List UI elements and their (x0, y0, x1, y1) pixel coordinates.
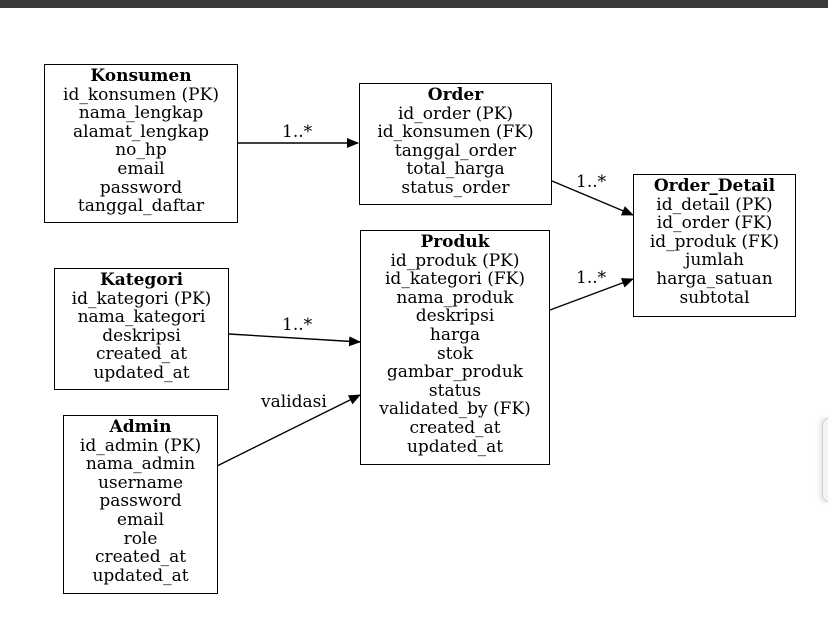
entity-title: Order (427, 85, 484, 105)
entity-attribute: email (116, 509, 165, 530)
entity-produk: Produk id_produk (PK) id_kategori (FK) n… (360, 230, 550, 465)
entity-attribute: created_at (95, 344, 188, 365)
entity-attribute: id_order (PK) (397, 103, 514, 124)
entity-attribute: id_kategori (FK) (385, 269, 525, 290)
entity-attribute: harga_satuan (656, 268, 773, 289)
entity-attribute: id_detail (PK) (656, 194, 773, 215)
entity-attribute: deskripsi (415, 306, 495, 327)
entity-attribute: id_admin (PK) (79, 435, 202, 456)
entity-konsumen: Konsumen id_konsumen (PK) nama_lengkap a… (44, 64, 238, 223)
window-top-bar (0, 0, 828, 8)
entity-title: Konsumen (90, 66, 192, 86)
entity-attribute: id_konsumen (FK) (377, 122, 534, 143)
entity-attribute: created_at (94, 547, 187, 568)
entity-attribute: validated_by (FK) (379, 399, 531, 420)
entity-admin: Admin id_admin (PK) nama_admin username … (63, 415, 218, 594)
entity-attribute: tanggal_daftar (77, 196, 205, 217)
entity-attribute: tanggal_order (394, 140, 517, 161)
entity-attribute: updated_at (92, 565, 189, 586)
entity-attribute: nama_produk (396, 287, 514, 308)
entity-attribute: subtotal (679, 287, 750, 308)
entity-order: Order id_order (PK) id_konsumen (FK) tan… (359, 83, 552, 205)
entity-attribute: role (123, 528, 158, 549)
entity-title: Order_Detail (653, 176, 776, 196)
entity-attribute: deskripsi (102, 325, 181, 346)
entity-title: Admin (109, 417, 172, 437)
side-panel-handle[interactable] (822, 418, 828, 502)
entity-attribute: gambar_produk (386, 362, 524, 383)
entity-attribute: created_at (409, 417, 501, 438)
edge-label-produk-order-detail: 1..* (576, 268, 607, 288)
edge-kategori-produk (228, 333, 361, 347)
edge-order-order-detail (551, 180, 634, 216)
entity-attribute: updated_at (406, 436, 504, 457)
entity-attribute: username (97, 472, 184, 493)
entity-attribute: id_produk (FK) (649, 231, 780, 252)
entity-attribute: nama_admin (85, 454, 196, 475)
entity-attribute: status_order (401, 177, 510, 198)
edge-label-admin-produk: validasi (261, 392, 327, 412)
edge-label-order-order-detail: 1..* (576, 172, 607, 192)
entity-attribute: stok (436, 343, 474, 364)
entity-attribute: id_konsumen (PK) (63, 84, 219, 105)
entity-attribute: status (428, 380, 482, 401)
entity-attribute: nama_kategori (77, 307, 206, 328)
entity-attribute: nama_lengkap (78, 103, 204, 124)
edge-admin-produk (216, 394, 361, 467)
entity-attribute: harga (429, 324, 481, 345)
entity-attribute: jumlah (685, 250, 744, 271)
entity-attribute: no_hp (115, 140, 167, 161)
edge-label-kategori-produk: 1..* (282, 315, 313, 335)
entity-attribute: total_harga (406, 159, 505, 180)
entity-attribute: id_kategori (PK) (71, 288, 212, 309)
edge-label-konsumen-order: 1..* (282, 122, 313, 142)
entity-attribute: id_order (FK) (656, 213, 773, 234)
entity-title: Kategori (99, 270, 184, 290)
entity-attribute: id_produk (PK) (390, 250, 520, 271)
entity-attribute: password (99, 491, 182, 512)
entity-order-detail: Order_Detail id_detail (PK) id_order (FK… (633, 174, 796, 317)
entity-attribute: alamat_lengkap (73, 121, 209, 142)
entity-attribute: email (117, 158, 165, 179)
edge-produk-order-detail (549, 278, 634, 311)
entity-attribute: password (99, 177, 183, 198)
entity-attribute: updated_at (93, 362, 190, 383)
entity-title: Produk (420, 232, 490, 252)
entity-kategori: Kategori id_kategori (PK) nama_kategori … (54, 268, 229, 390)
